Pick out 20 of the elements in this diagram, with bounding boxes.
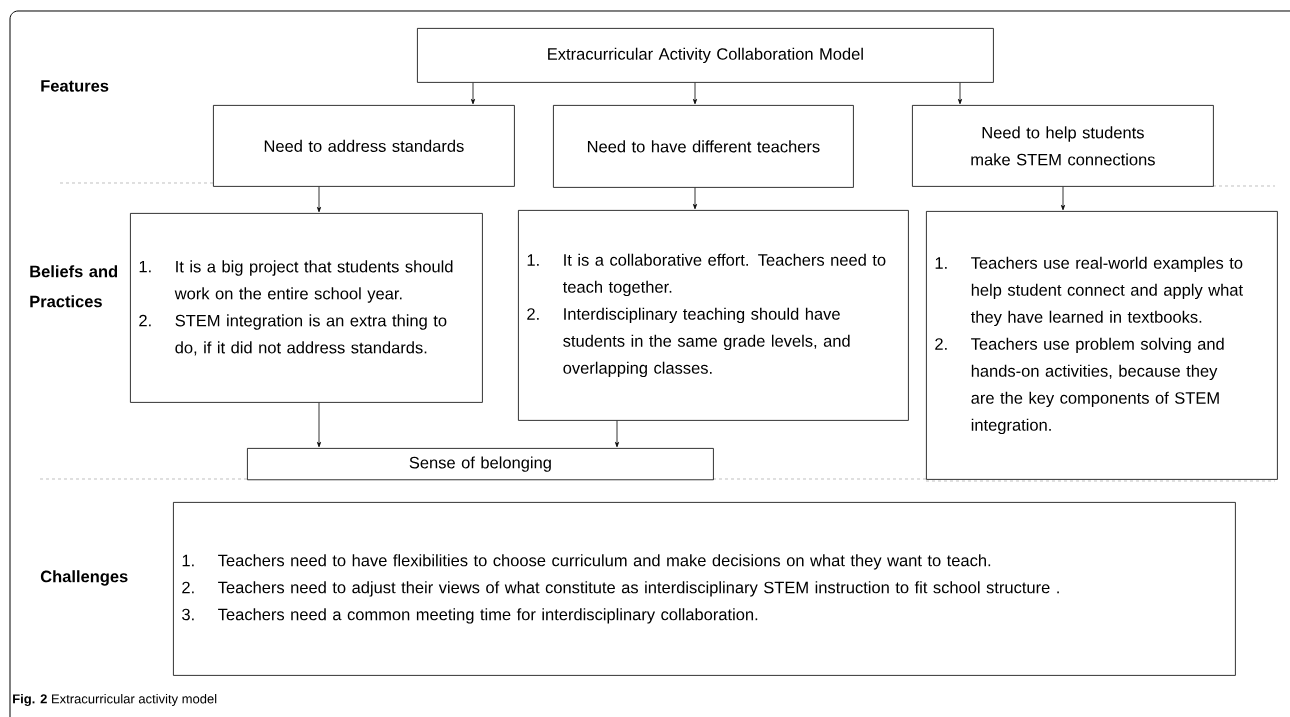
section-label: Features — [41, 80, 109, 92]
outcome-box: Sense of belonging — [247, 448, 714, 481]
figure-caption: Fig. 2 Extracurricular activity model — [13, 693, 217, 707]
list-box: 1. It is a collaborative effort. Teachers need to teach together. 2. Interdisciplinary teaching should have students in the same grade levels, and overlapping classes. — [518, 210, 909, 421]
arrow — [958, 82, 962, 105]
arrow — [615, 420, 619, 448]
feature-box: Need to address standards — [213, 105, 515, 187]
list-box: 1. Teachers use real-world examples to help student connect and apply what they have learned in textbooks. 2. Teachers use problem solving and hands-on activities, because they are the key components of STEM integration. — [926, 211, 1278, 480]
arrow — [317, 186, 321, 213]
title-box: Extracurricular Activity Collaboration Model — [417, 28, 994, 83]
feature-box: Need to have different teachers — [553, 105, 854, 188]
list-box: 1. It is a big project that students should work on the entire school year. 2. STEM integration is an extra thing to do, if it did not address standards. — [130, 213, 483, 403]
list-box: 1. Teachers need to have flexibilities to choose curriculum and make decisions on what they want to teach. 2. Teachers need to adjust their views of what constitute as interdisciplinary STEM instruction to fit school structure . 3. Teachers need a common meeting time for interdisciplinary collaboration. — [173, 502, 1236, 676]
section-label: Challenges — [40, 570, 128, 586]
arrow — [317, 402, 321, 448]
arrow — [693, 82, 697, 105]
arrow — [1061, 186, 1065, 211]
feature-box: Need to help students make STEM connections — [912, 105, 1214, 187]
arrow — [471, 82, 475, 105]
arrow — [693, 187, 697, 210]
